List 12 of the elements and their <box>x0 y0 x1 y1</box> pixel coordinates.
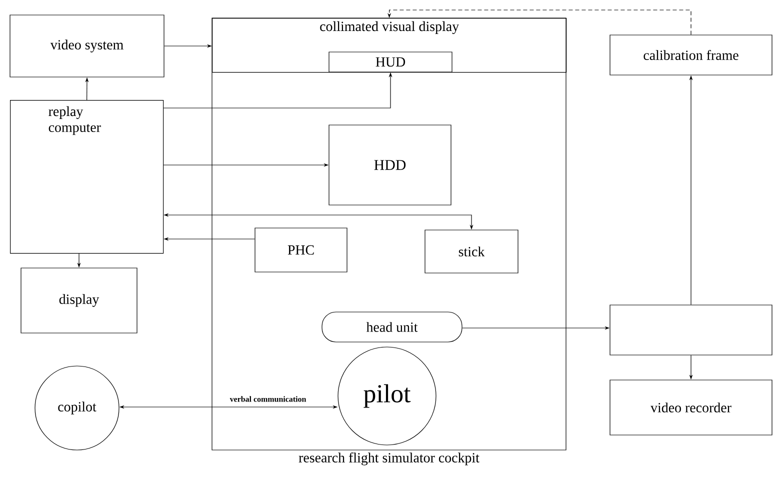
block-box: HDD <box>328 124 452 206</box>
block-box: replay computer <box>10 100 164 254</box>
node-label: research flight simulator cockpit <box>298 452 480 466</box>
block-box: PHC <box>254 228 348 272</box>
block-box: video system <box>10 14 164 78</box>
block-box: calibration frame <box>610 34 772 76</box>
dashed-connector <box>388 10 692 35</box>
block-box: display <box>20 268 138 334</box>
block-box <box>610 304 772 356</box>
block-box: video recorder <box>610 380 772 436</box>
block-box: HUD <box>328 52 452 72</box>
block-box: stick <box>424 230 518 274</box>
